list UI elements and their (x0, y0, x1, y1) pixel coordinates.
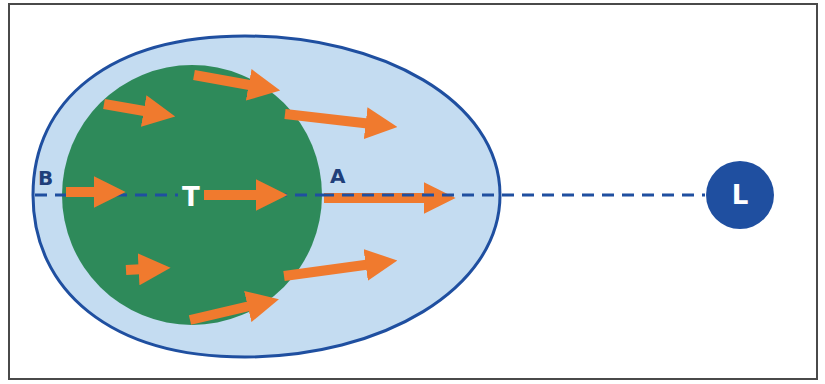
moon-circle: L (705, 160, 775, 230)
tidal-force-arrows (66, 75, 430, 320)
axis-connector (322, 194, 705, 197)
node-label: T (178, 182, 204, 212)
node-label: L (732, 182, 749, 208)
point-label: A (330, 166, 345, 186)
earth-circle: T (62, 65, 322, 325)
point-label: B (38, 168, 53, 188)
